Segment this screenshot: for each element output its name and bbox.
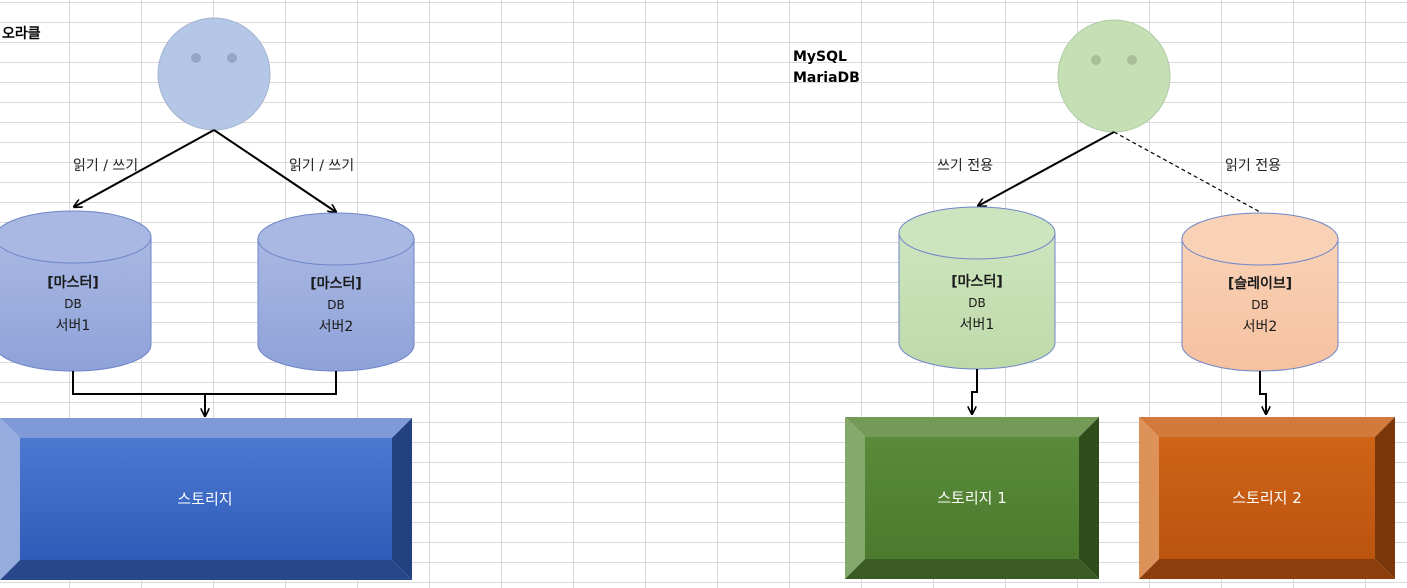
storage-label: 스토리지 xyxy=(177,490,232,508)
edge-label-read-write-left: 읽기 / 쓰기 xyxy=(73,158,138,174)
slave-db-role: [슬레이브] xyxy=(1228,275,1292,292)
mysql-title: MySQL xyxy=(793,49,847,65)
db1-type: DB xyxy=(64,297,81,311)
master-db-type: DB xyxy=(968,296,985,310)
db2-name: 서버2 xyxy=(319,319,354,335)
user-face-icon xyxy=(1057,19,1171,133)
read-write-arrow-left xyxy=(74,129,215,207)
storage-bevel-icon xyxy=(0,418,412,580)
db2-type: DB xyxy=(327,298,344,312)
storage-bevel-icon xyxy=(1139,417,1395,579)
storage2-label: 스토리지 2 xyxy=(1232,489,1302,507)
storage1-label: 스토리지 1 xyxy=(937,489,1007,507)
edge-label-write-only: 쓰기 전용 xyxy=(937,158,993,174)
oracle-title: 오라클 xyxy=(2,26,41,42)
database-cylinder-icon xyxy=(0,210,152,372)
db1-role: [마스터] xyxy=(47,275,98,291)
database-cylinder-icon xyxy=(257,212,415,372)
edge-label-read-only: 읽기 전용 xyxy=(1225,158,1281,174)
slave-db-name: 서버2 xyxy=(1243,319,1278,335)
slave-db-type: DB xyxy=(1251,298,1268,312)
db1-name: 서버1 xyxy=(56,318,91,334)
db2-role: [마스터] xyxy=(310,276,361,292)
database-cylinder-icon xyxy=(1181,212,1339,372)
database-cylinder-icon xyxy=(898,206,1056,370)
storage1-arrow xyxy=(972,369,978,414)
db-merge-connector xyxy=(72,371,337,395)
user-face-icon xyxy=(157,17,271,131)
master-db-name: 서버1 xyxy=(960,317,995,333)
edge-label-read-write-right: 읽기 / 쓰기 xyxy=(289,158,354,174)
storage-bevel-icon xyxy=(845,417,1099,579)
read-write-arrow-right xyxy=(213,129,336,212)
master-db-role: [마스터] xyxy=(951,274,1002,290)
storage2-arrow xyxy=(1259,371,1266,414)
mariadb-title: MariaDB xyxy=(793,70,860,86)
write-only-arrow xyxy=(978,131,1115,206)
